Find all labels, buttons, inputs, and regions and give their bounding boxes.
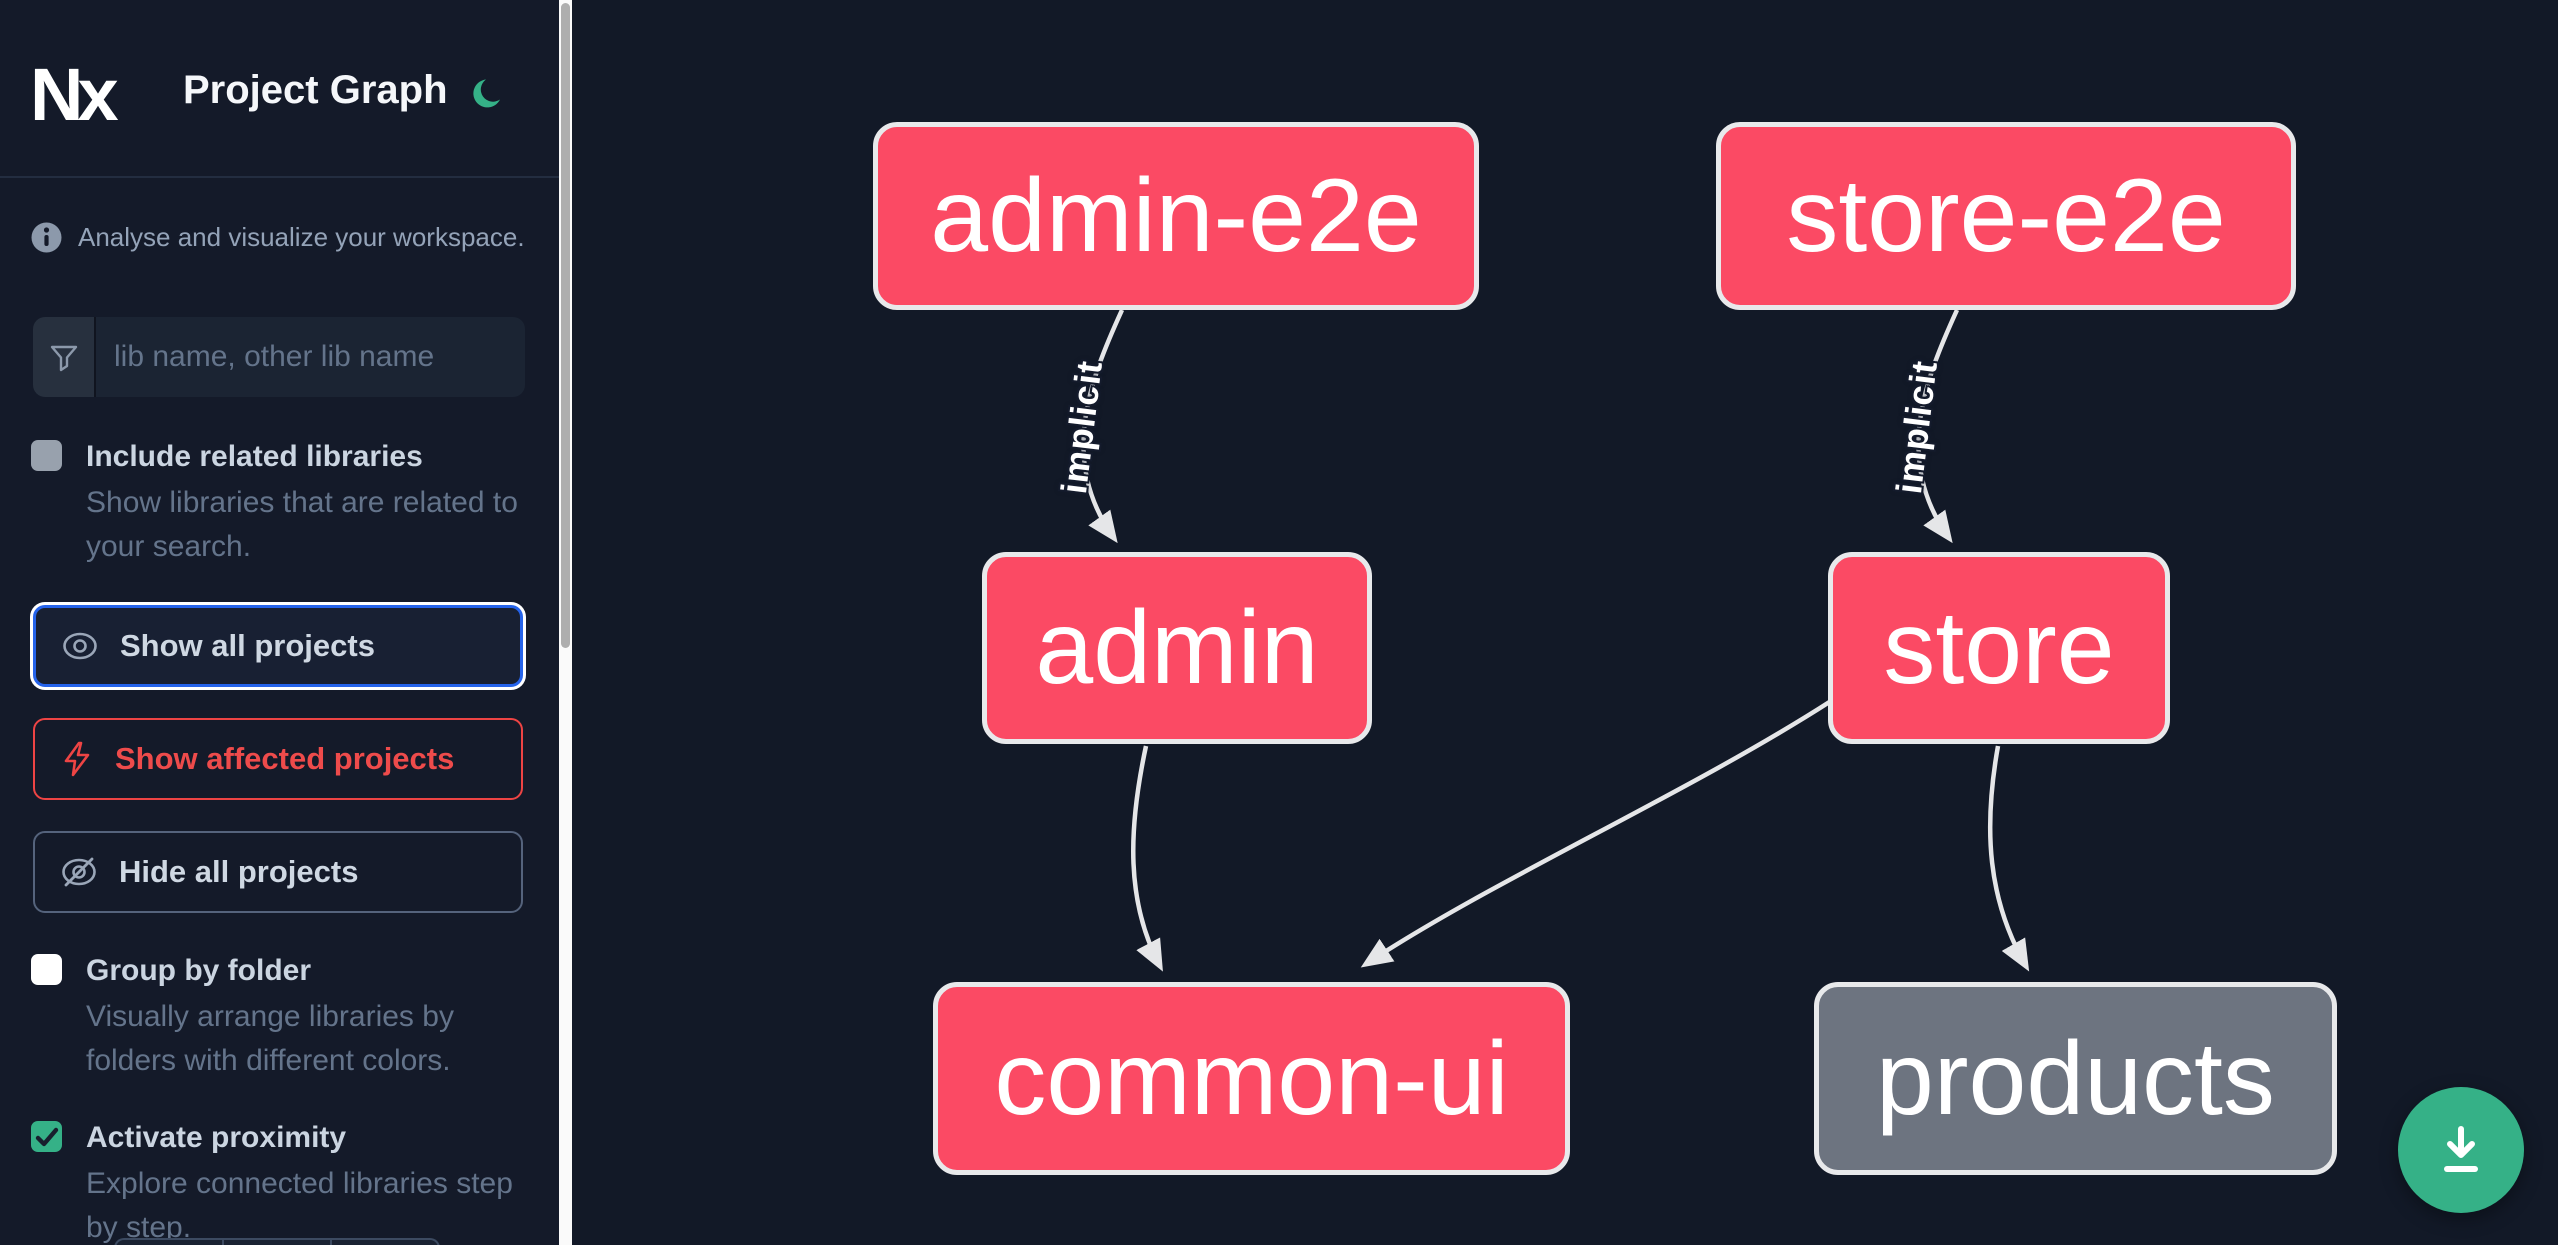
checkbox-label: Include related libraries bbox=[86, 440, 423, 473]
node-label: common-ui bbox=[994, 1020, 1509, 1137]
depth-segment[interactable] bbox=[332, 1240, 438, 1245]
hide-all-projects-button[interactable]: Hide all projects bbox=[33, 831, 523, 913]
scrollbar-thumb[interactable] bbox=[561, 3, 570, 648]
node-products[interactable]: products bbox=[1814, 982, 2337, 1175]
checkbox-description: Show libraries that are related to your … bbox=[86, 486, 518, 563]
node-admin[interactable]: admin bbox=[982, 552, 1372, 744]
filter-input-group bbox=[33, 317, 525, 397]
moon-icon bbox=[473, 79, 500, 108]
edge-store-products bbox=[1987, 745, 2030, 972]
header-divider bbox=[0, 176, 559, 178]
workspace-tagline: Analyse and visualize your workspace. bbox=[78, 222, 525, 252]
node-admin-e2e[interactable]: admin-e2e bbox=[873, 122, 1479, 310]
node-store[interactable]: store bbox=[1828, 552, 2170, 744]
show-affected-projects-button[interactable]: Show affected projects bbox=[33, 718, 523, 800]
edge-admin-e2e-admin bbox=[1081, 309, 1125, 544]
funnel-icon bbox=[50, 345, 77, 372]
sidebar: Nx Project Graph Analyse and visualize y… bbox=[0, 0, 559, 1245]
info-icon bbox=[31, 222, 62, 253]
checkbox-box-include-related[interactable] bbox=[31, 440, 62, 471]
node-label: store bbox=[1883, 590, 2115, 706]
checkbox-label: Group by folder bbox=[86, 954, 311, 987]
button-label: Show all projects bbox=[120, 628, 375, 663]
page-title: Project Graph bbox=[183, 68, 448, 112]
node-common-ui[interactable]: common-ui bbox=[933, 982, 1570, 1175]
nx-logo: Nx bbox=[30, 53, 119, 136]
download-icon bbox=[2444, 1126, 2478, 1172]
edge-admin-common-ui bbox=[1130, 745, 1163, 972]
depth-segment[interactable] bbox=[224, 1240, 332, 1245]
eye-off-icon bbox=[62, 857, 96, 887]
node-label: admin bbox=[1035, 590, 1319, 706]
checkbox-description: Visually arrange libraries by folders wi… bbox=[86, 1000, 454, 1077]
checkbox-include-related-libraries[interactable]: Include related libraries Show libraries… bbox=[31, 437, 531, 569]
show-all-projects-button[interactable]: Show all projects bbox=[33, 605, 523, 687]
checkbox-description: Explore connected libraries step by step… bbox=[86, 1167, 513, 1244]
bolt-icon bbox=[64, 741, 90, 777]
checkbox-box-group-by-folder[interactable] bbox=[31, 954, 62, 985]
button-label: Show affected projects bbox=[115, 741, 455, 776]
download-image-button[interactable] bbox=[2398, 1087, 2524, 1213]
sidebar-scrollbar[interactable] bbox=[559, 0, 572, 1245]
button-label: Hide all projects bbox=[119, 854, 359, 889]
checkbox-group-by-folder[interactable]: Group by folder Visually arrange librari… bbox=[31, 951, 531, 1083]
eye-icon bbox=[63, 632, 97, 660]
workspace-tagline-row: Analyse and visualize your workspace. bbox=[31, 222, 531, 253]
sidebar-header: Nx Project Graph bbox=[0, 0, 559, 176]
check-icon bbox=[35, 1127, 58, 1146]
node-label: products bbox=[1876, 1020, 2275, 1137]
node-label: store-e2e bbox=[1786, 158, 2226, 274]
checkbox-activate-proximity[interactable]: Activate proximity Explore connected lib… bbox=[31, 1118, 531, 1245]
filter-icon-cell bbox=[33, 317, 96, 397]
proximity-depth-control[interactable] bbox=[114, 1238, 440, 1245]
filter-projects-input[interactable] bbox=[96, 317, 525, 397]
depth-segment[interactable] bbox=[116, 1240, 224, 1245]
checkbox-box-activate-proximity[interactable] bbox=[31, 1121, 62, 1152]
node-label: admin-e2e bbox=[930, 158, 1422, 274]
edge-store-common-ui bbox=[1360, 699, 1833, 968]
edge-store-e2e-store bbox=[1916, 309, 1960, 544]
checkbox-label: Activate proximity bbox=[86, 1121, 347, 1154]
theme-toggle-button[interactable] bbox=[470, 74, 510, 114]
node-store-e2e[interactable]: store-e2e bbox=[1716, 122, 2296, 310]
